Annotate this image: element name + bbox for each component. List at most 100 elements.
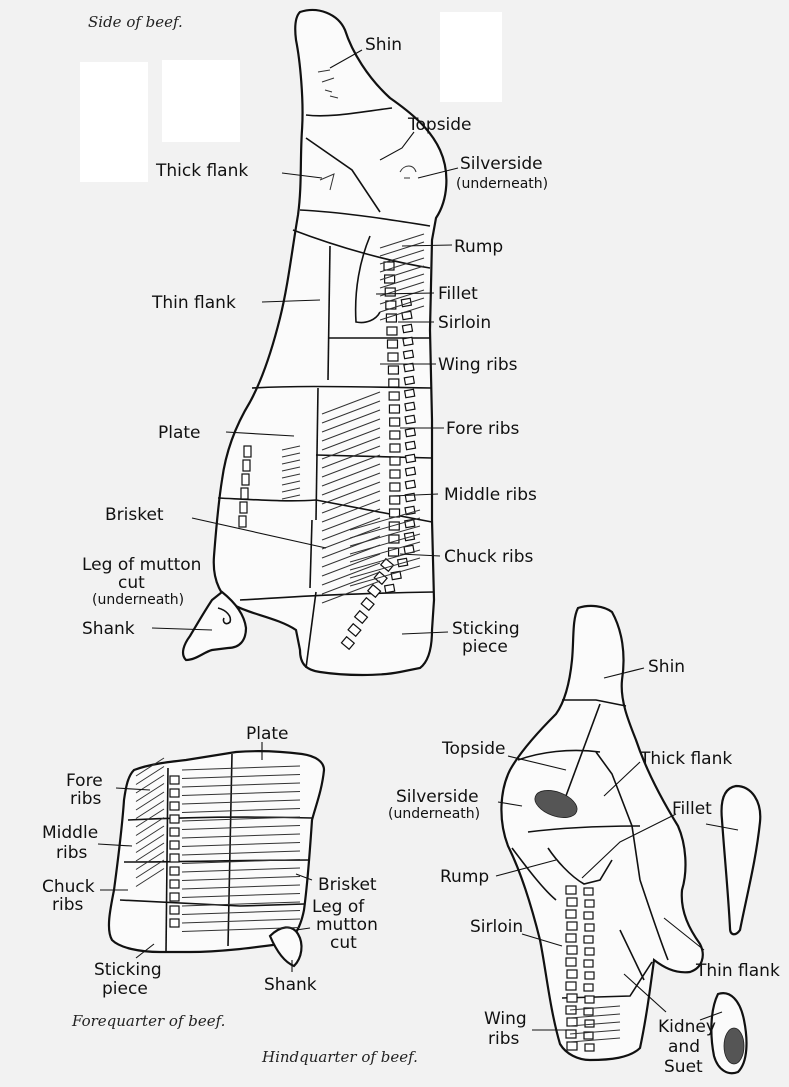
label-fillet: Fillet <box>438 284 478 304</box>
vertebra <box>387 327 397 335</box>
hind-label-topside: Topside <box>441 739 506 759</box>
kidney <box>724 1028 744 1064</box>
fore-shank-outline <box>270 927 301 966</box>
hind-label-suet: Suet <box>664 1057 703 1077</box>
label-brisket: Brisket <box>105 505 164 525</box>
rib-head <box>585 900 594 907</box>
vertebra <box>170 893 179 901</box>
hind-label-wing: Wing <box>484 1009 527 1029</box>
sternum-bone <box>241 488 248 499</box>
sternum-bone <box>244 446 251 457</box>
rib-head <box>405 480 415 488</box>
rib-head <box>584 984 593 991</box>
rib-head <box>585 1044 594 1051</box>
fillet-piece <box>722 786 761 934</box>
vertebra <box>170 776 179 784</box>
vertebra <box>566 934 576 942</box>
vertebra <box>170 802 179 810</box>
fore-label-mutton: mutton <box>316 915 378 935</box>
hind-label-silverside-note: (underneath) <box>388 806 480 822</box>
rib-head <box>405 467 415 475</box>
label-fore-ribs: Fore ribs <box>446 419 520 439</box>
vertebra <box>390 483 400 491</box>
forequarter-of-beef <box>109 751 324 966</box>
vertebra <box>566 982 576 990</box>
rib-head <box>402 324 412 332</box>
vertebra <box>567 946 577 954</box>
label-rump: Rump <box>454 237 503 257</box>
fore-label-brisket: Brisket <box>318 875 377 895</box>
vertebra <box>390 418 400 426</box>
vertebra <box>390 496 400 504</box>
sternum-bone <box>242 474 249 485</box>
vertebra <box>170 906 179 914</box>
vertebra <box>170 828 179 836</box>
hind-label-silverside: Silverside <box>396 787 479 807</box>
hind-label-and: and <box>668 1037 700 1057</box>
label-thin-flank: Thin flank <box>151 293 236 313</box>
rib-head <box>405 428 415 436</box>
rib-head <box>405 402 415 410</box>
sternum-bone <box>243 460 250 471</box>
blank-patch <box>80 62 148 182</box>
vertebra <box>170 919 179 927</box>
hind-label-wing-ribs: ribs <box>488 1029 520 1049</box>
rib-head <box>584 960 593 967</box>
hind-label-kidney: Kidney <box>658 1017 716 1037</box>
vertebra <box>170 880 179 888</box>
vertebra <box>567 922 577 930</box>
side-caption: Side of beef. <box>88 13 183 31</box>
vertebra <box>390 444 400 452</box>
fore-label-middle: Middle <box>42 823 98 843</box>
vertebra <box>566 886 576 894</box>
rib-head <box>585 996 594 1003</box>
sternum-bone <box>240 502 247 513</box>
fore-label-cut: cut <box>330 933 357 953</box>
rib-head <box>585 1020 594 1027</box>
label-topside: Topside <box>407 115 472 135</box>
fore-label-chuck: Chuck <box>42 877 95 897</box>
vertebra <box>388 353 398 361</box>
vertebra <box>567 898 577 906</box>
rib-head <box>584 912 593 919</box>
label-shank: Shank <box>82 619 135 639</box>
fore-label-piece: piece <box>102 979 148 999</box>
rib-head <box>585 972 594 979</box>
label-silverside: Silverside <box>460 154 543 174</box>
vertebra <box>170 867 179 875</box>
blank-patch <box>162 60 240 142</box>
vertebra <box>566 910 576 918</box>
rib-head <box>585 924 594 931</box>
fore-label-plate: Plate <box>246 724 289 744</box>
rib-head <box>405 415 415 423</box>
label-silverside-note: (underneath) <box>456 176 548 192</box>
label-sticking: Sticking <box>452 619 520 639</box>
fore-caption: Forequarter of beef. <box>71 1012 225 1030</box>
vertebra <box>389 405 399 413</box>
fore-label-shank: Shank <box>264 975 317 995</box>
label-thick-flank: Thick flank <box>155 161 248 181</box>
vertebra <box>170 841 179 849</box>
fore-label-fore-ribs: ribs <box>70 789 102 809</box>
vertebra <box>170 789 179 797</box>
rib-head <box>405 441 415 449</box>
fore-label-chuck-ribs: ribs <box>52 895 84 915</box>
label-sticking-piece: piece <box>462 637 508 657</box>
label-leg-of-mutton-note: (underneath) <box>92 592 184 608</box>
rib-head <box>404 376 414 384</box>
vertebra <box>387 340 397 348</box>
rib-head <box>585 948 594 955</box>
vertebra <box>567 994 577 1002</box>
hind-label-thick-flank: Thick flank <box>639 749 732 769</box>
label-shin: Shin <box>365 35 402 55</box>
rib-head <box>584 936 593 943</box>
hind-label-sirloin: Sirloin <box>470 917 523 937</box>
hind-label-rump: Rump <box>440 867 489 887</box>
vertebra <box>567 970 577 978</box>
rib-head <box>584 888 593 895</box>
blank-patch <box>440 12 502 102</box>
hind-label-thin-flank: Thin flank <box>695 961 780 981</box>
label-chuck-ribs: Chuck ribs <box>444 547 534 567</box>
